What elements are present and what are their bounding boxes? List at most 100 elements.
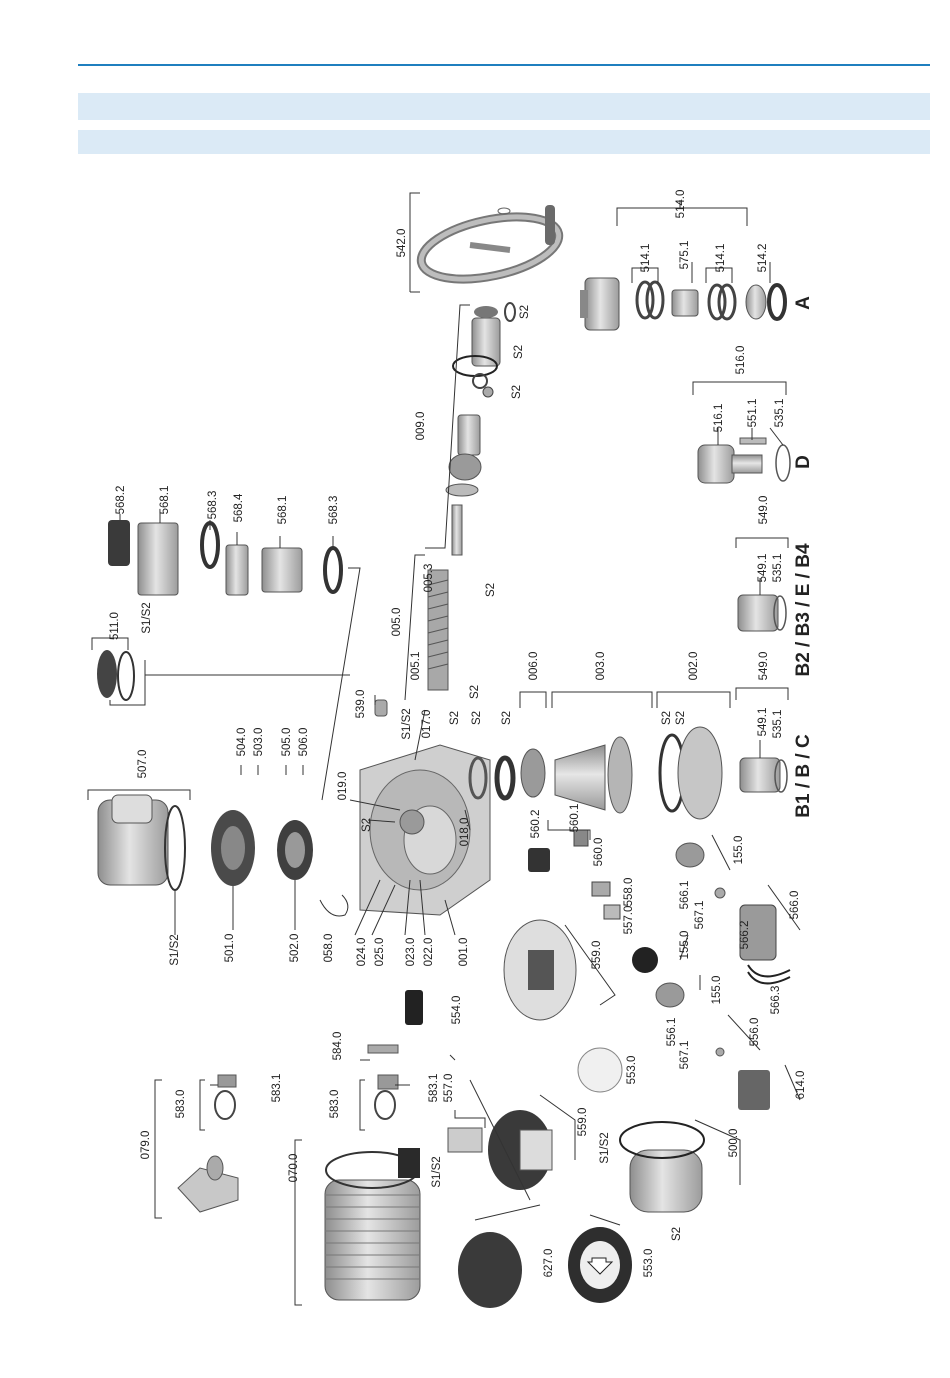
label-s2-c: S2 (511, 385, 523, 399)
label-535-1-c: 535.1 (772, 710, 784, 739)
cover-500-part (619, 1121, 705, 1213)
label-155-0-b: 155.0 (679, 931, 691, 960)
label-s1s2-b: S1/S2 (169, 934, 181, 965)
label-556-1: 556.1 (666, 1018, 678, 1047)
label-005-0: 005.0 (391, 608, 403, 637)
label-567-1-a: 567.1 (694, 901, 706, 930)
label-s1s2-d: S1/S2 (599, 1132, 611, 1163)
label-070-0: 070.0 (288, 1154, 300, 1183)
label-155-0-c: 155.0 (711, 976, 723, 1005)
label-022-0: 022.0 (423, 938, 435, 967)
header-band-2 (78, 130, 930, 154)
label-s2-f: S2 (449, 711, 461, 725)
label-566-0: 566.0 (789, 891, 801, 920)
label-501-0: 501.0 (224, 934, 236, 963)
variant-b1-label: B1 / B / C (793, 734, 814, 818)
label-019-0: 019.0 (337, 772, 349, 801)
label-567-1-b: 567.1 (679, 1041, 691, 1070)
label-514-2: 514.2 (757, 244, 769, 273)
coupling-d-parts (697, 437, 791, 484)
label-566-1: 566.1 (679, 881, 691, 910)
coupling-a-parts (580, 277, 787, 331)
main-housing-part (359, 699, 491, 916)
label-018-0: 018.0 (459, 818, 471, 847)
label-s1s2-e: S1/S2 (431, 1156, 443, 1187)
label-556-0: 556.0 (749, 1018, 761, 1047)
label-009-0: 009.0 (415, 412, 427, 441)
label-549-0-a: 549.0 (758, 496, 770, 525)
label-627-0: 627.0 (543, 1249, 555, 1278)
label-s2-h: S2 (501, 711, 513, 725)
label-516-1: 516.1 (713, 404, 725, 433)
label-006-0: 006.0 (528, 652, 540, 681)
label-514-1-b: 514.1 (715, 244, 727, 273)
label-583-1-a: 583.1 (271, 1074, 283, 1103)
variant-a-label: A (793, 296, 814, 310)
label-584-0: 584.0 (332, 1032, 344, 1061)
label-001-0: 001.0 (458, 938, 470, 967)
label-002-0: 002.0 (688, 652, 700, 681)
label-017-0: 017.0 (421, 710, 433, 739)
header-band-1 (78, 93, 930, 120)
label-507-0: 507.0 (137, 750, 149, 779)
label-549-1-a: 549.1 (757, 554, 769, 583)
label-s2-k: S2 (361, 818, 373, 832)
label-575-1: 575.1 (679, 241, 691, 270)
label-s2-a: S2 (519, 305, 531, 319)
label-558-0: 558.0 (623, 878, 635, 907)
output-shaft-parts (427, 302, 516, 691)
extension-parts (108, 520, 343, 596)
label-566-3: 566.3 (770, 986, 782, 1015)
label-535-1-b: 535.1 (772, 554, 784, 583)
label-503-0: 503.0 (253, 728, 265, 757)
label-568-1-b: 568.1 (277, 496, 289, 525)
label-s2-e: S2 (469, 685, 481, 699)
motor-070-part (324, 1148, 421, 1301)
motor-parts-upper (177, 1044, 483, 1213)
drive-parts (211, 810, 349, 917)
label-003-0: 003.0 (595, 652, 607, 681)
cover-511-parts (97, 650, 135, 701)
leader-lines (87, 192, 801, 1306)
label-583-1-b: 583.1 (428, 1074, 440, 1103)
label-549-0-b: 549.0 (758, 652, 770, 681)
control-unit-559-motor (488, 1110, 553, 1190)
coupling-b2-parts (737, 594, 787, 632)
label-560-2: 560.2 (530, 810, 542, 839)
coupling-b1-parts (739, 757, 788, 793)
label-005-1: 005.1 (410, 652, 422, 681)
label-560-0: 560.0 (593, 838, 605, 867)
label-505-0: 505.0 (281, 728, 293, 757)
label-500-0: 500.0 (728, 1129, 740, 1158)
part-labels: 542.0 514.0 514.1 575.1 514.1 514.2 A 51… (109, 190, 814, 1278)
display-parts (458, 1227, 632, 1308)
header-rule (78, 64, 930, 66)
label-s1s2-c: S1/S2 (401, 708, 413, 739)
label-568-1-a: 568.1 (159, 486, 171, 515)
label-566-2: 566.2 (739, 921, 751, 950)
label-568-3-b: 568.3 (328, 496, 340, 525)
label-511-0: 511.0 (109, 612, 121, 640)
label-514-0: 514.0 (675, 190, 687, 219)
electrical-parts (528, 829, 791, 1008)
label-557-0-a: 557.0 (623, 906, 635, 935)
label-502-0: 502.0 (289, 934, 301, 963)
label-024-0: 024.0 (356, 938, 368, 967)
label-549-1-b: 549.1 (757, 708, 769, 737)
label-514-1-a: 514.1 (640, 244, 652, 273)
label-516-0: 516.0 (735, 346, 747, 375)
label-005-3: 005.3 (423, 564, 435, 593)
label-539-0: 539.0 (355, 690, 367, 719)
label-s1s2-a: S1/S2 (141, 602, 153, 633)
label-583-0-b: 583.0 (329, 1090, 341, 1119)
label-554-0: 554.0 (451, 996, 463, 1025)
label-023-0: 023.0 (405, 938, 417, 967)
gear-train-parts (468, 726, 723, 820)
label-155-0-a: 155.0 (733, 836, 745, 865)
label-551-1: 551.1 (747, 399, 759, 428)
label-s2-g: S2 (471, 711, 483, 725)
label-583-0-a: 583.0 (175, 1090, 187, 1119)
label-568-3-a: 568.3 (207, 491, 219, 520)
label-542-0: 542.0 (396, 229, 408, 258)
